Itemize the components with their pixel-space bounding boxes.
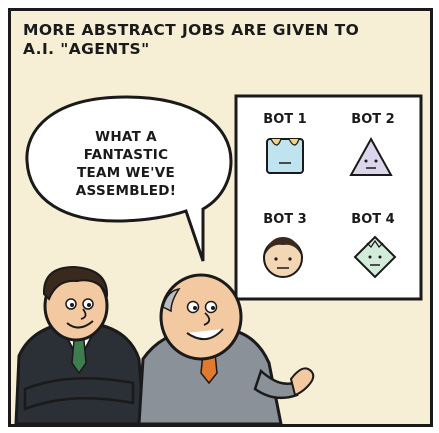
speech-line-3: TEAM WE'VE [77,165,175,181]
speech-bubble [25,95,233,262]
speech-line-4: ASSEMBLED! [75,183,177,199]
bot-1-label: BOT 1 [263,112,307,127]
bot-2-triangle-face-icon [349,136,393,176]
caption-line-2: A.I. "AGENTS" [23,40,150,58]
comic-artwork [14,94,423,424]
bot-2-label: BOT 2 [351,112,395,127]
comic-panel: MORE ABSTRACT JOBS ARE GIVEN TO A.I. "AG… [8,8,433,427]
bot-1-square-face-icon [266,138,304,174]
caption-line-1: MORE ABSTRACT JOBS ARE GIVEN TO [23,21,360,39]
bot-4-label: BOT 4 [351,212,395,227]
businessman-left-illustration [14,265,146,424]
speech-bubble-text: WHAT A FANTASTIC TEAM WE'VE ASSEMBLED! [53,128,199,200]
speech-line-1: WHAT A [95,129,157,145]
businessman-right-illustration [137,273,315,424]
bot-4-diamond-face-icon [353,235,397,279]
panel-caption: MORE ABSTRACT JOBS ARE GIVEN TO A.I. "AG… [23,21,413,59]
bot-3-round-face-icon [263,237,303,278]
speech-line-2: FANTASTIC [83,147,169,163]
bot-3-label: BOT 3 [263,212,307,227]
